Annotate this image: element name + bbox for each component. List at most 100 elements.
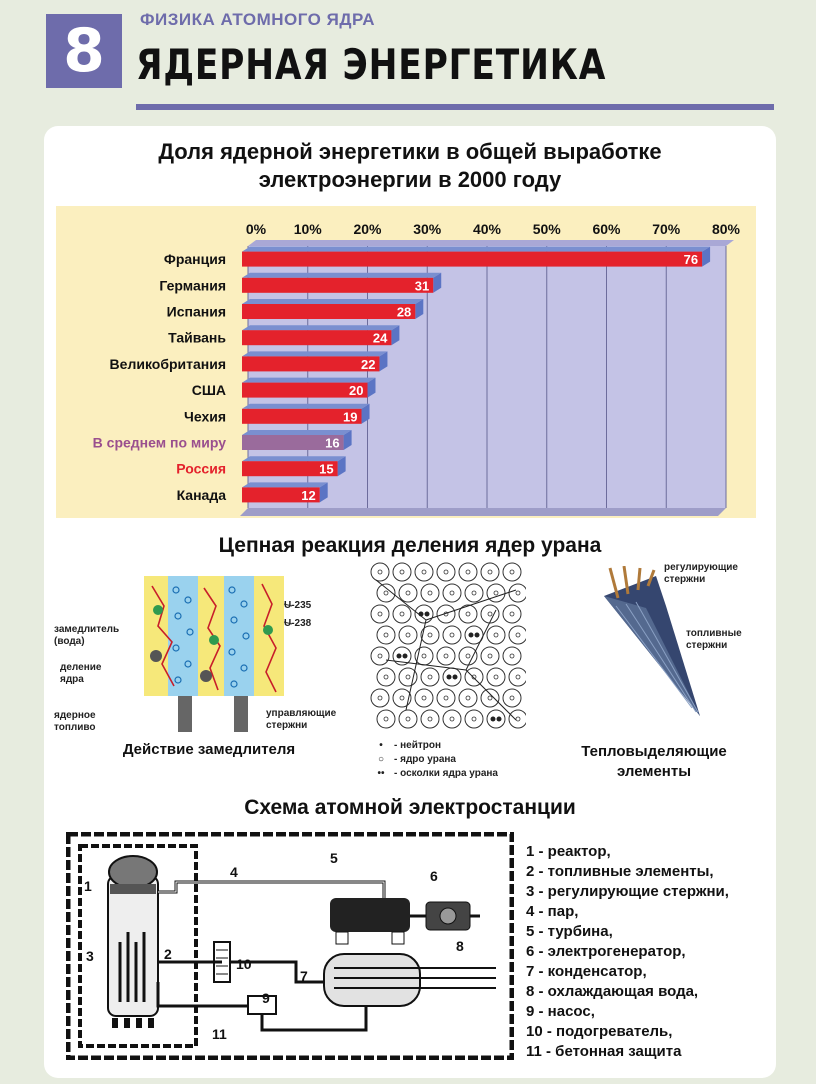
nucleus-core xyxy=(449,590,455,596)
x-tick-label: 60% xyxy=(592,221,621,237)
x-tick-label: 50% xyxy=(533,221,562,237)
x-tick-label: 80% xyxy=(712,221,741,237)
neutron-path xyxy=(375,579,427,621)
u235-nucleus xyxy=(263,625,273,635)
nucleus-core xyxy=(421,653,427,659)
fragment xyxy=(396,653,402,659)
category-label: Великобритания xyxy=(110,356,226,372)
nucleus-core xyxy=(405,674,411,680)
scheme-num-11: 11 xyxy=(212,1026,227,1042)
nucleus-core xyxy=(515,716,521,722)
bar-top-face xyxy=(242,482,328,488)
bar-end-cap xyxy=(379,351,388,372)
bar-top-face xyxy=(242,246,711,252)
scheme-legend-item: 7 - конденсатор, xyxy=(526,963,647,980)
reactor-shield xyxy=(78,844,198,1048)
plot-floor xyxy=(240,508,726,516)
nucleus-core xyxy=(509,695,515,701)
nucleus-core xyxy=(471,590,477,596)
category-label: Канада xyxy=(177,487,227,503)
data-label: 76 xyxy=(684,252,698,267)
bar-top-face xyxy=(242,351,388,357)
moderator-caption: Действие замедлителя xyxy=(122,741,296,758)
bar-end-cap xyxy=(337,456,346,477)
reactor-dome xyxy=(108,855,158,889)
nucleus-core xyxy=(405,632,411,638)
chart-title: Доля ядерной энергетики в общей выработк… xyxy=(44,138,776,194)
scheme-legend-item: 2 - топливные элементы, xyxy=(526,863,714,880)
bar-top-face xyxy=(242,403,370,409)
data-label: 19 xyxy=(343,409,357,424)
title-underline xyxy=(136,104,774,110)
x-tick-label: 0% xyxy=(246,221,267,237)
nucleus-core xyxy=(377,653,383,659)
chain-reaction-lattice xyxy=(370,562,526,729)
bar-end-cap xyxy=(319,482,328,503)
scheme-num-6: 6 xyxy=(430,868,438,884)
legend-uranium-nucleus: ○ - ядро урана xyxy=(374,754,456,765)
nucleus-core xyxy=(377,611,383,617)
nucleus-core xyxy=(421,695,427,701)
label-u235: U-235 xyxy=(284,600,312,611)
category-label: Испания xyxy=(167,304,226,320)
scheme-legend-item: 8 - охлаждающая вода, xyxy=(526,983,699,1000)
fuel-elements-caption: Тепловыделяющие элементы xyxy=(581,743,727,780)
x-tick-label: 20% xyxy=(353,221,382,237)
fragment xyxy=(446,674,452,680)
data-label: 22 xyxy=(361,357,375,372)
category-label: Тайвань xyxy=(168,330,226,346)
nucleus-core xyxy=(405,716,411,722)
neutron-path xyxy=(385,659,467,671)
fragment xyxy=(474,632,480,638)
plot-top-face xyxy=(248,240,734,246)
neutron-path xyxy=(405,619,427,711)
nucleus-symbol: ○ xyxy=(377,754,385,765)
scheme-num-5: 5 xyxy=(330,850,338,866)
nucleus-core xyxy=(443,695,449,701)
neutron-symbol: • xyxy=(379,740,383,751)
data-label: 31 xyxy=(415,278,429,293)
fuel-assembly-drawing xyxy=(604,566,700,716)
nucleus-core xyxy=(427,632,433,638)
scheme-num-2: 2 xyxy=(164,946,172,962)
feed-line xyxy=(260,1006,368,1032)
nucleus-core xyxy=(449,716,455,722)
category-label: Германия xyxy=(159,277,226,293)
nucleus-core xyxy=(471,674,477,680)
nucleus-core xyxy=(493,590,499,596)
scheme-legend-item: 1 - реактор, xyxy=(526,843,611,860)
section-number: 8 xyxy=(46,14,122,88)
bar xyxy=(242,487,320,503)
fragment xyxy=(496,716,502,722)
label-moderator: замедлитель (вода) xyxy=(54,624,120,647)
x-tick-label: 70% xyxy=(652,221,681,237)
scheme-title: Схема атомной электростанции xyxy=(244,796,576,819)
scheme-legend-item: 9 - насос, xyxy=(526,1003,595,1020)
reaction-title: Цепная реакция деления ядер урана xyxy=(218,534,602,557)
fragment xyxy=(468,632,474,638)
label-regulating-rods: регулирующие стержни xyxy=(664,562,738,585)
label-fission: деление ядра xyxy=(60,662,102,685)
content-card: Доля ядерной энергетики в общей выработк… xyxy=(44,126,776,1078)
nucleus-core xyxy=(399,611,405,617)
scheme-num-4: 4 xyxy=(230,864,238,880)
nucleus-core xyxy=(493,674,499,680)
chart-title-line1: Доля ядерной энергетики в общей выработк… xyxy=(158,139,662,164)
nucleus-core xyxy=(465,611,471,617)
neutron-path xyxy=(465,669,517,721)
nucleus-core xyxy=(487,695,493,701)
bar-top-face xyxy=(242,456,346,462)
bar-end-cap xyxy=(361,403,370,424)
bar-top-face xyxy=(242,299,424,304)
category-label: Россия xyxy=(176,461,226,477)
chart-title-line2: электроэнергии в 2000 году xyxy=(258,167,562,192)
neutron-path xyxy=(425,589,517,621)
bar xyxy=(242,277,434,293)
scheme-legend-item: 4 - пар, xyxy=(526,903,579,920)
bar-end-cap xyxy=(343,430,352,450)
fission-nucleus xyxy=(200,670,212,682)
bar-end-cap xyxy=(415,299,424,319)
data-label: 24 xyxy=(373,331,388,346)
label-u238: U-238 xyxy=(284,618,312,629)
nucleus-core xyxy=(383,716,389,722)
